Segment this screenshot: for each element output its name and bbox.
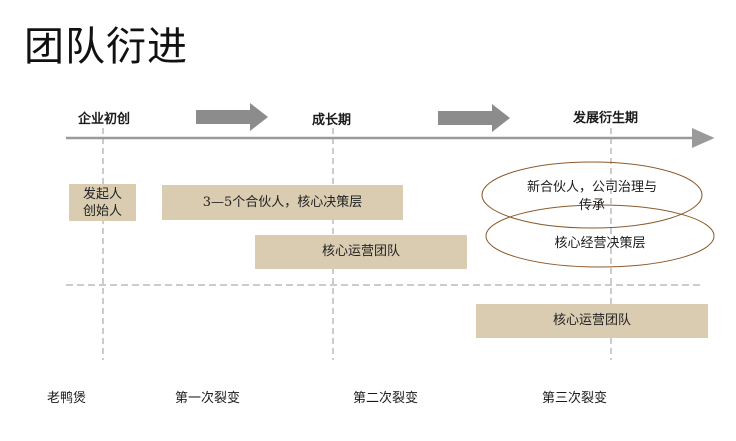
stage-arrow-1 bbox=[196, 103, 268, 131]
core-ops-box-1: 核心运营团队 bbox=[255, 235, 467, 269]
page-title: 团队衍进 bbox=[24, 24, 188, 70]
stage-label-start: 企业初创 bbox=[78, 112, 131, 127]
partners-box: 3—5个合伙人，核心决策层 bbox=[162, 185, 403, 220]
core-decision-text: 核心经营决策层 bbox=[554, 236, 646, 251]
ellipse-new-partners bbox=[481, 161, 703, 229]
footer-label-1: 第一次裂变 bbox=[175, 391, 241, 406]
footer-label-2: 第二次裂变 bbox=[353, 391, 419, 406]
footer-label-0: 老鸭煲 bbox=[47, 391, 87, 406]
stage-arrow-2 bbox=[438, 104, 510, 132]
footer-label-3: 第三次裂变 bbox=[542, 391, 608, 406]
stage-label-growth: 成长期 bbox=[312, 113, 352, 128]
new-partners-text: 新合伙人，公司治理与 传承 bbox=[526, 180, 657, 213]
founders-box: 发起人 创始人 bbox=[69, 184, 136, 221]
core-ops-box-2: 核心运营团队 bbox=[476, 304, 708, 338]
stage-label-derive: 发展衍生期 bbox=[573, 111, 639, 126]
ellipse-core-decision bbox=[485, 204, 715, 268]
